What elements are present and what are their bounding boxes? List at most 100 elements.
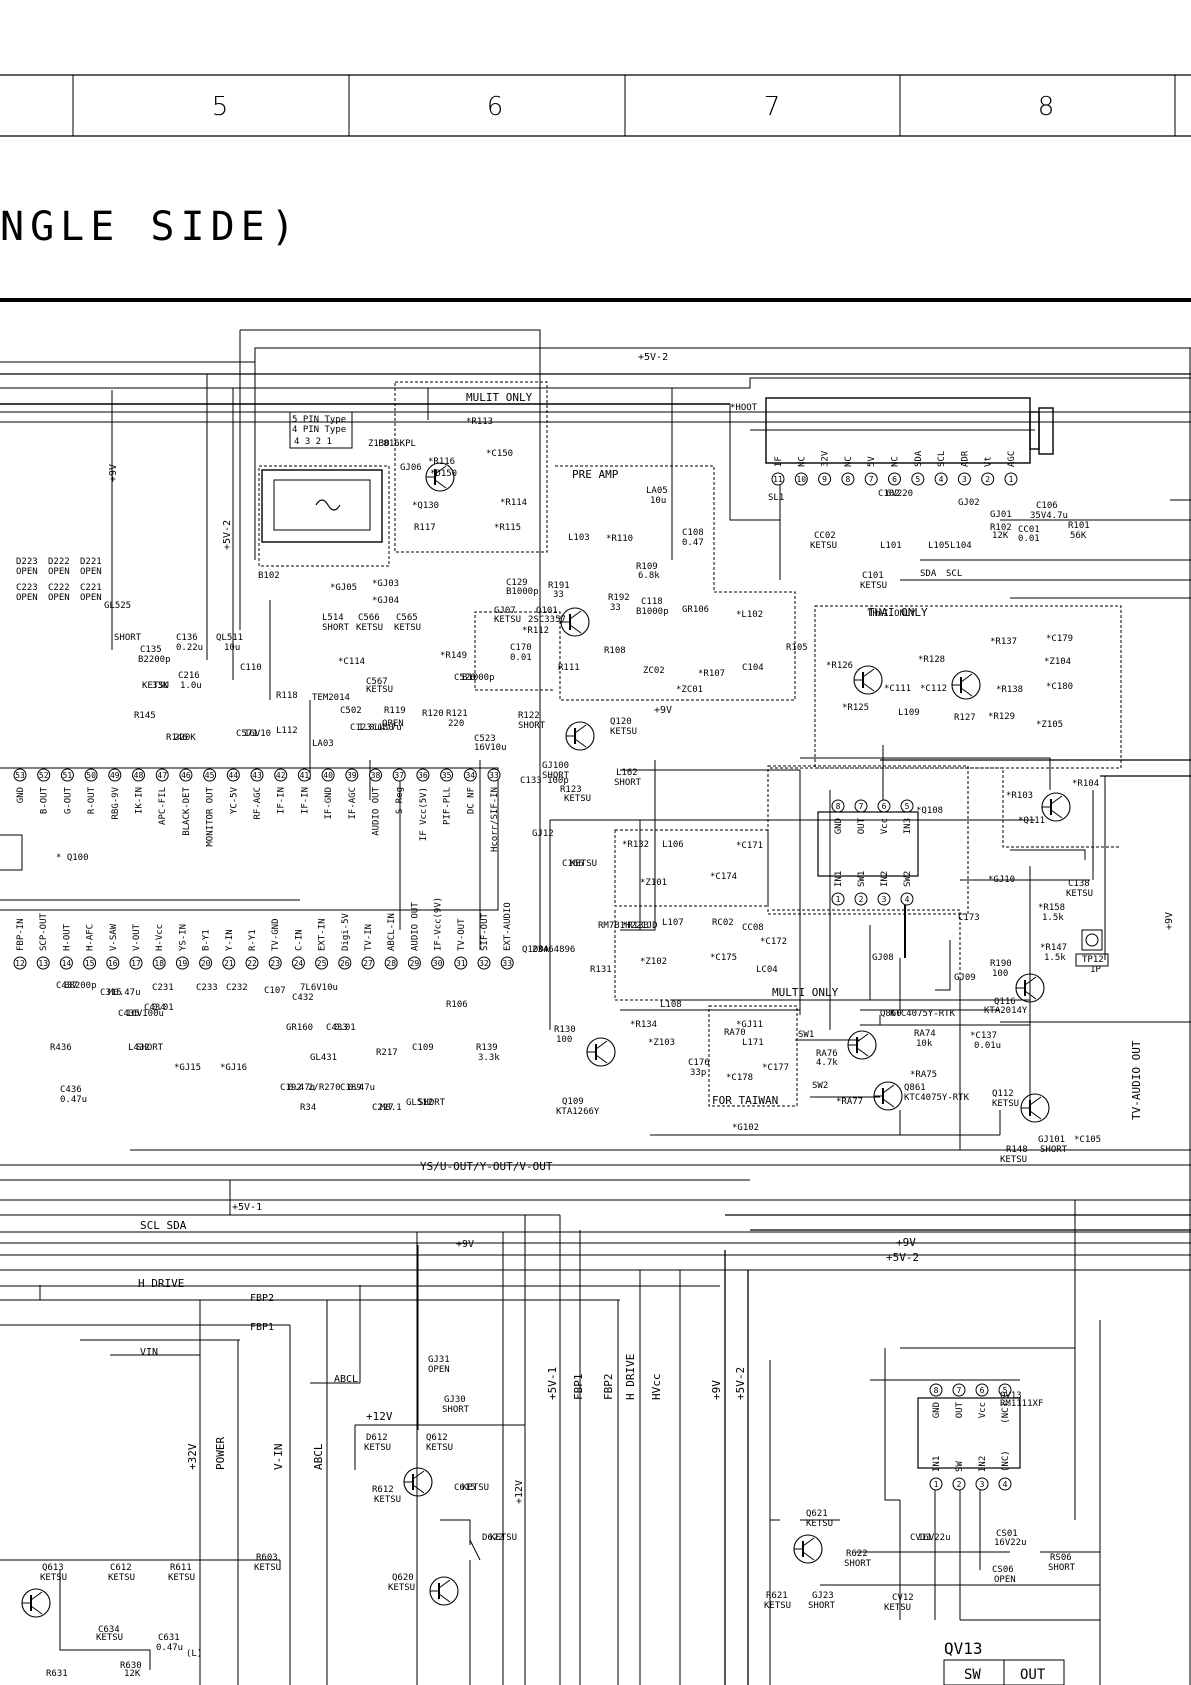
component-label: OPEN — [48, 593, 70, 603]
component-label: KETSU — [374, 1495, 401, 1505]
pin-circle — [13, 956, 27, 970]
sda-box-label: SDA — [920, 569, 937, 579]
pin-circle — [83, 956, 97, 970]
component-label: CV12 — [892, 1593, 914, 1603]
component-label: R217 — [376, 1048, 398, 1058]
pin-label: S Reg — [395, 787, 405, 814]
component-label: CC01 — [1018, 525, 1040, 535]
pin-circle — [771, 472, 785, 486]
pin-circle — [975, 1383, 989, 1397]
component-label: GJ23 — [812, 1591, 834, 1601]
tuner-pin: 8NC — [841, 456, 855, 486]
pin-circle — [981, 472, 995, 486]
component-label: B1000p — [462, 673, 495, 683]
component-label: RM1111XF — [1000, 1399, 1043, 1409]
transistor-collector — [856, 1033, 869, 1043]
column-label-6: 6 — [486, 92, 504, 122]
rail-5v-2-top: +5V-2 — [638, 352, 668, 363]
pin-circle — [440, 768, 454, 782]
ic-top-pin: 50R-OUT — [84, 768, 98, 814]
component-label: Q861 — [904, 1083, 926, 1093]
rail-abcl: ABCL — [334, 1374, 358, 1385]
component-label: 16V22u — [994, 1538, 1027, 1548]
pin-number: 10 — [796, 475, 806, 484]
component-label: (L) — [186, 1649, 202, 1659]
component-label: R102 — [990, 523, 1012, 533]
component-label: R106 — [446, 1000, 468, 1010]
component-label: Q613 — [42, 1563, 64, 1573]
transistor-emitter — [882, 1098, 895, 1108]
pin-label: GND — [16, 787, 26, 803]
component-label: KTA1266Y — [556, 1107, 600, 1117]
pin-label: NC — [891, 456, 901, 467]
component-label: C104 — [742, 663, 764, 673]
rail-12v: +12V — [366, 1410, 393, 1423]
rail-ys-out: YS/U-OUT/Y-OUT/V-OUT — [420, 1160, 553, 1173]
pin-circle — [957, 472, 971, 486]
pin-circle — [831, 799, 845, 813]
transistor-q111 — [1041, 792, 1071, 822]
component-label: C136 — [176, 633, 198, 643]
component-label: Q120 — [610, 717, 632, 727]
component-label: KETSU — [394, 623, 421, 633]
pin-number: 23 — [270, 959, 280, 968]
pin-circle — [175, 956, 189, 970]
transistor-q621 — [793, 1534, 823, 1564]
pin-number: 51 — [63, 771, 73, 780]
component-label: *R126 — [826, 661, 853, 671]
component-label: L109 — [898, 708, 920, 718]
component-label: 3.3k — [478, 1053, 500, 1063]
pin-label: YC-5V — [229, 786, 239, 814]
dashed-boxes — [258, 381, 1122, 1107]
component-label: KTC4075Y-RTK — [904, 1093, 970, 1103]
component-label: L105 — [928, 541, 950, 551]
pin-circle — [454, 956, 468, 970]
pin-type-numbers: 4 3 2 1 — [294, 437, 332, 447]
ic-bottom-pin: 22R-Y1 — [245, 929, 259, 970]
rail-9v-q120: +9V — [654, 705, 672, 716]
pin-circle — [794, 472, 808, 486]
component-label: GJ12 — [532, 829, 554, 839]
component-label-layer: *R113*C150*R116*D150*Q130*R114*R115R117Z… — [16, 403, 1104, 1679]
pin-number: 43 — [252, 771, 262, 780]
component-label: *RA77 — [836, 1097, 863, 1107]
component-label: R121 — [446, 709, 468, 719]
component-label: *Q111 — [1018, 816, 1045, 826]
component-label: CC02 — [814, 531, 836, 541]
transistor-collector — [862, 668, 875, 678]
bottom-signal-label: H DRIVE — [624, 1354, 637, 1400]
pin-number: 20 — [201, 959, 211, 968]
component-label: SHORT — [1040, 1145, 1068, 1155]
component-label: C110 — [240, 663, 262, 673]
transistor-q120 — [565, 721, 595, 751]
component-label: GR106 — [682, 605, 709, 615]
transistor-emitter — [569, 624, 582, 634]
pin-circle — [179, 768, 193, 782]
component-label: R436 — [50, 1043, 72, 1053]
pin-circle — [1004, 472, 1018, 486]
column-label-8: 8 — [1037, 92, 1055, 122]
for-taiwan-label: FOR TAIWAN — [712, 1094, 778, 1107]
component-label: SHORT — [518, 721, 546, 731]
pin-label: GND — [834, 818, 844, 834]
pin-circle — [463, 768, 477, 782]
ic-bottom-pin: 24C-IN — [291, 929, 305, 970]
pin-number: 52 — [39, 771, 49, 780]
pin-number: 38 — [371, 771, 381, 780]
ic-bottom-pin: 18H-Vcc — [152, 924, 166, 970]
component-label: C435 — [118, 1009, 140, 1019]
component-label: C567 — [366, 677, 388, 687]
component-label: R120 — [422, 709, 444, 719]
